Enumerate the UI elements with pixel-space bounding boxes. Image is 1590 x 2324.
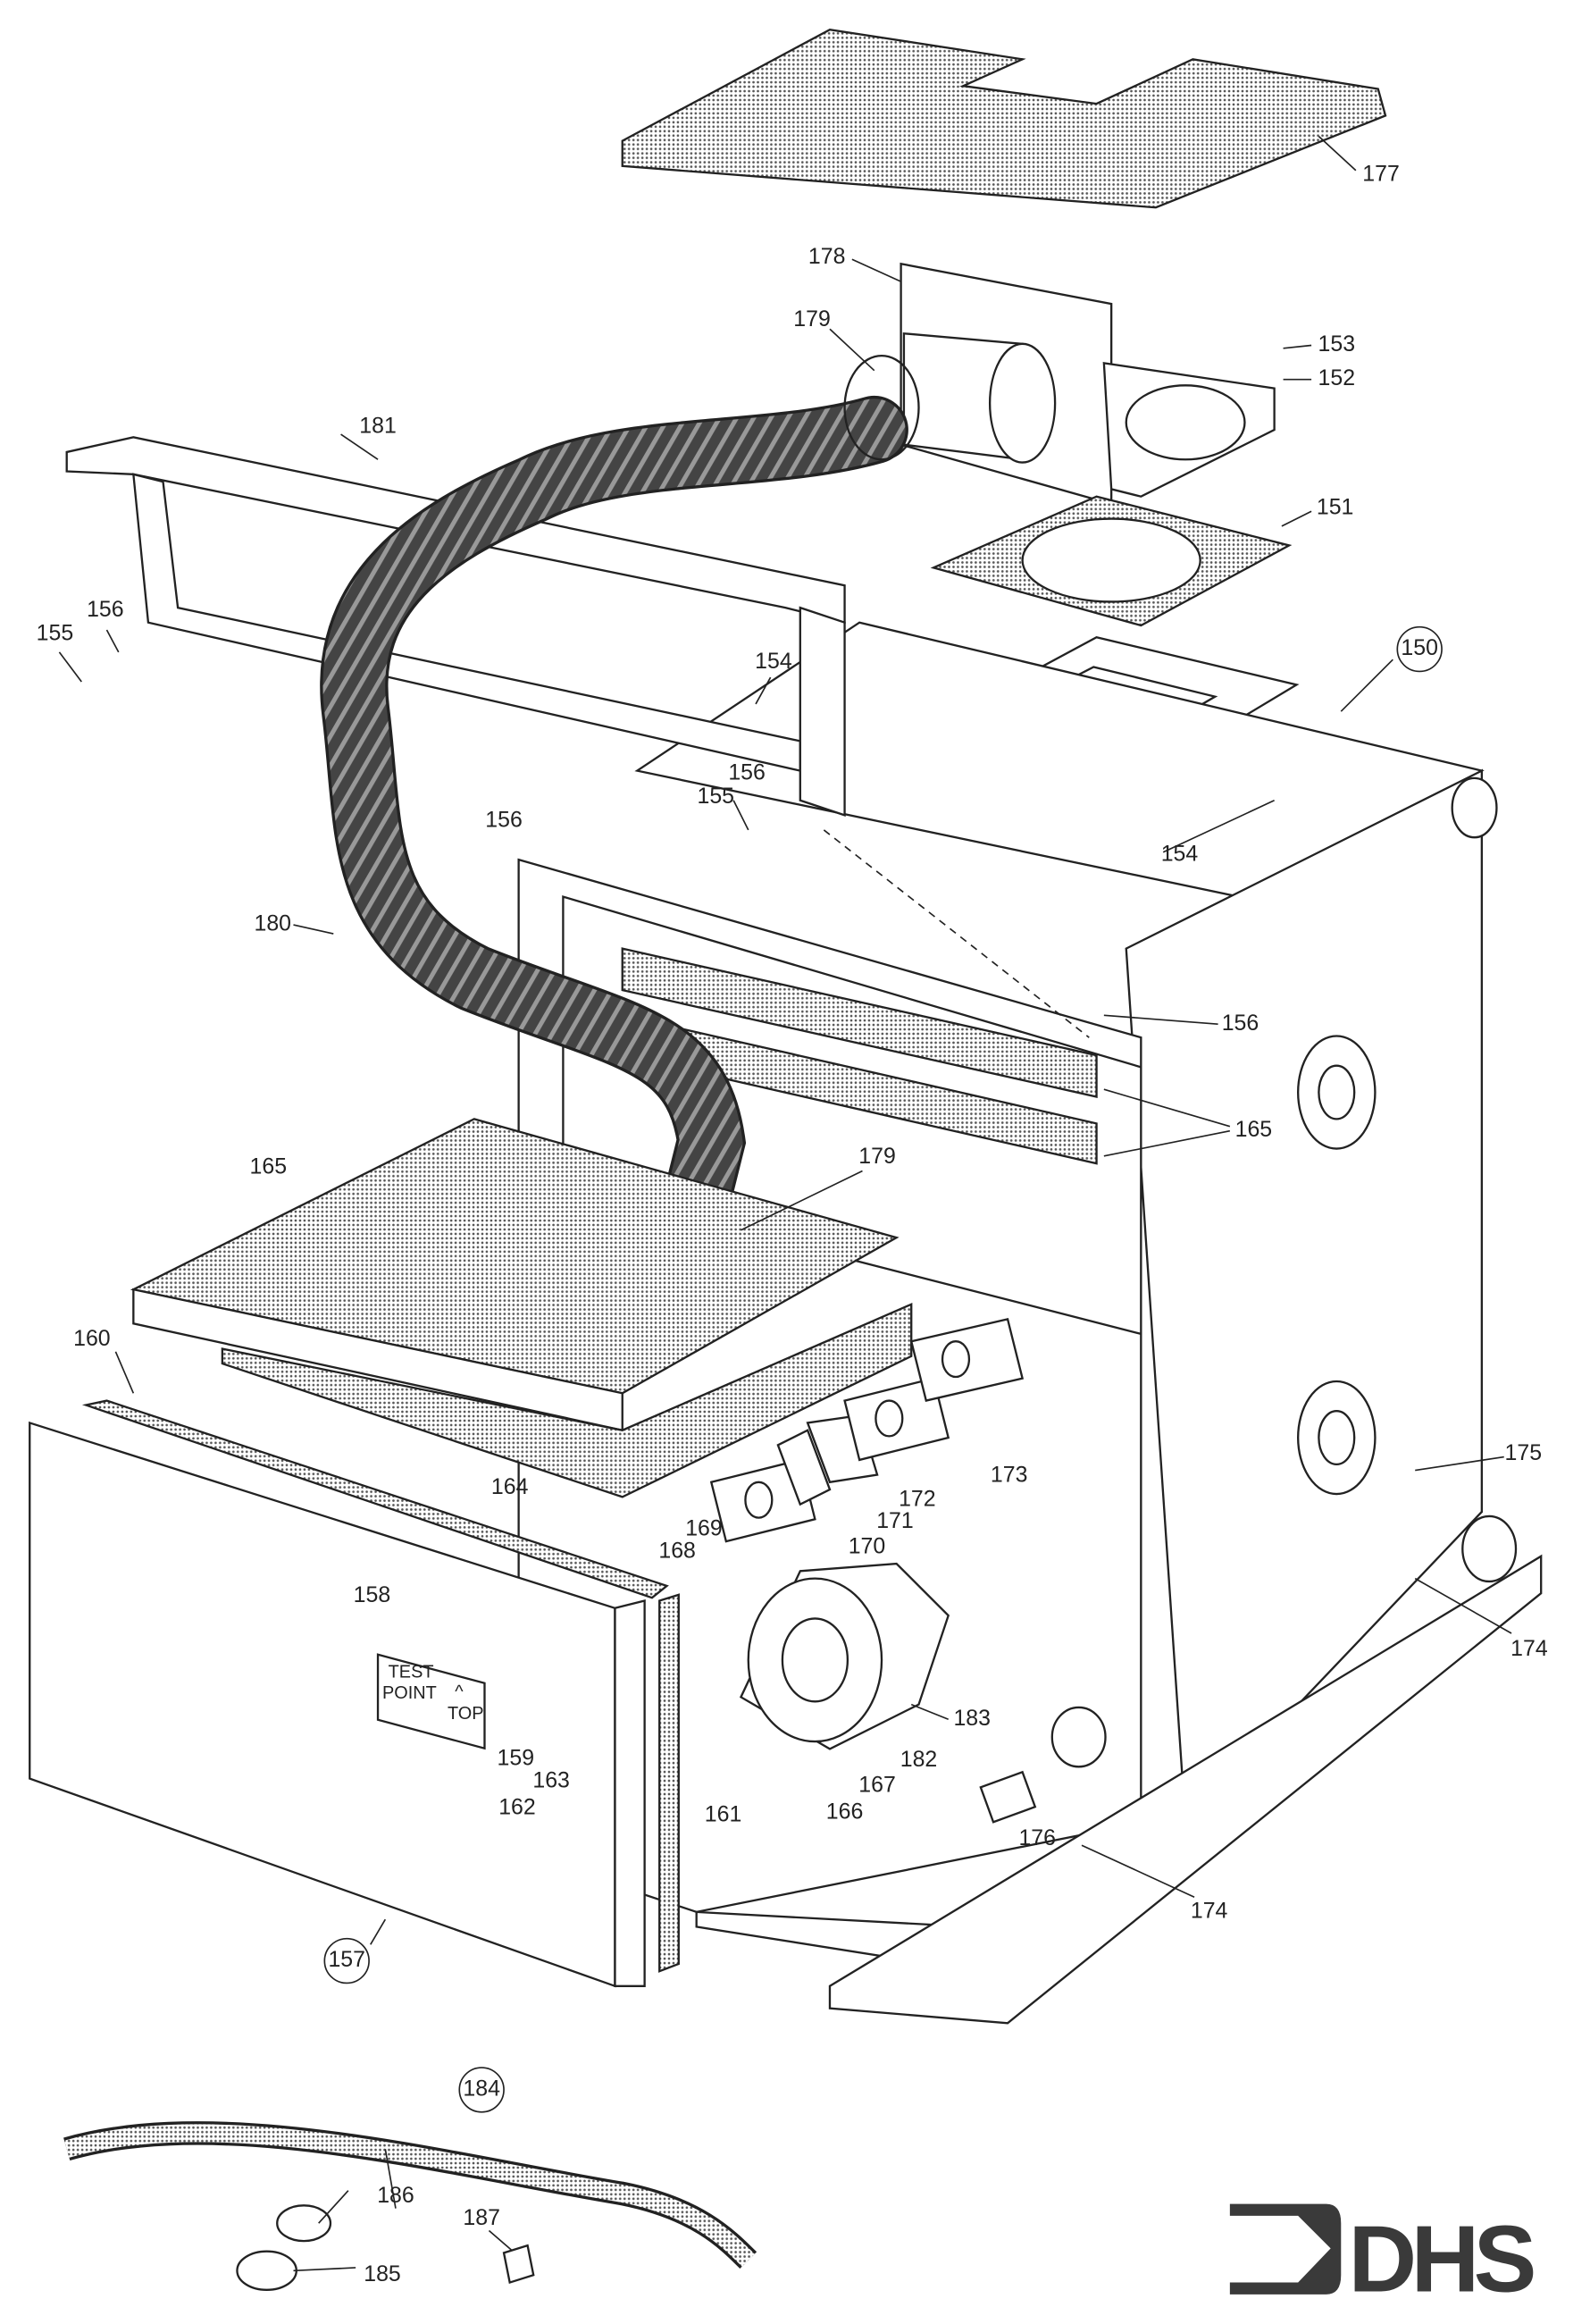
callout-181: 181 [359, 413, 397, 438]
callout-179: 179 [858, 1144, 896, 1169]
insulation-slab-lower [221, 1302, 913, 1498]
callout-167: 167 [858, 1772, 896, 1797]
front-panel [29, 1399, 680, 1988]
callout-177: 177 [1362, 161, 1400, 186]
flue-box [900, 262, 1276, 506]
callout-164: 164 [491, 1474, 529, 1499]
callout-158: 158 [354, 1582, 391, 1607]
callout-168: 168 [658, 1538, 696, 1563]
callout-155: 155 [697, 784, 734, 809]
callout-174: 174 [1191, 1898, 1228, 1923]
callout-185: 185 [364, 2261, 401, 2286]
callout-154: 154 [1161, 842, 1199, 867]
callout-166: 166 [826, 1799, 864, 1824]
callout-173: 173 [991, 1463, 1028, 1488]
logo-text: DHS [1349, 2207, 1534, 2312]
callout-161: 161 [705, 1802, 742, 1827]
callout-172: 172 [899, 1486, 936, 1511]
callout-180: 180 [255, 911, 292, 936]
callout-152: 152 [1318, 365, 1356, 390]
callout-154: 154 [755, 649, 792, 674]
sight-glass-assembly [709, 1317, 1025, 1543]
callout-183: 183 [953, 1706, 991, 1731]
callout-165: 165 [250, 1154, 288, 1179]
callout-153: 153 [1318, 331, 1356, 357]
callout-171: 171 [876, 1508, 914, 1533]
callout-174: 174 [1510, 1636, 1548, 1661]
flue-gasket [930, 495, 1293, 627]
callout-184: 184 [463, 2076, 500, 2101]
hose-clip [843, 354, 920, 461]
callout-157: 157 [328, 1947, 365, 1972]
callout-175: 175 [1505, 1440, 1543, 1465]
top-label: TOP [448, 1704, 484, 1724]
callout-169: 169 [685, 1515, 723, 1540]
callout-150: 150 [1401, 635, 1438, 660]
callout-165: 165 [1235, 1117, 1273, 1142]
callout-155: 155 [37, 621, 74, 646]
top-arrow: ^ [455, 1682, 464, 1701]
callout-circle-184 [458, 2067, 505, 2113]
callout-170: 170 [849, 1533, 886, 1558]
test-point-label-2: POINT [382, 1683, 437, 1703]
callout-176: 176 [1018, 1825, 1056, 1850]
callout-156: 156 [485, 808, 523, 833]
top-insulation-pad [621, 28, 1387, 209]
dhs-logo: DHS [1229, 2203, 1539, 2312]
burner-mount [739, 1562, 950, 1750]
callout-178: 178 [808, 244, 846, 269]
callout-182: 182 [900, 1747, 938, 1772]
callout-156: 156 [87, 597, 124, 622]
leader-lines [58, 135, 1512, 2272]
test-point-label: TEST [389, 1663, 434, 1682]
callout-186: 186 [377, 2183, 414, 2208]
oil-hose-assembly [63, 2121, 757, 2292]
callout-circle-150 [1396, 625, 1443, 673]
callout-163: 163 [532, 1767, 570, 1792]
logo-arrow-icon [1229, 2203, 1342, 2295]
callout-160: 160 [73, 1326, 111, 1351]
callout-179: 179 [793, 306, 831, 331]
callout-151: 151 [1317, 495, 1354, 520]
flexible-hose [320, 395, 908, 1235]
callout-156: 156 [728, 759, 766, 784]
callout-187: 187 [463, 2205, 500, 2230]
callout-circle-157 [323, 1937, 370, 1984]
callout-162: 162 [498, 1794, 536, 1819]
drain-plug [979, 1770, 1037, 1824]
callout-159: 159 [498, 1746, 535, 1771]
callout-156: 156 [1222, 1011, 1259, 1036]
